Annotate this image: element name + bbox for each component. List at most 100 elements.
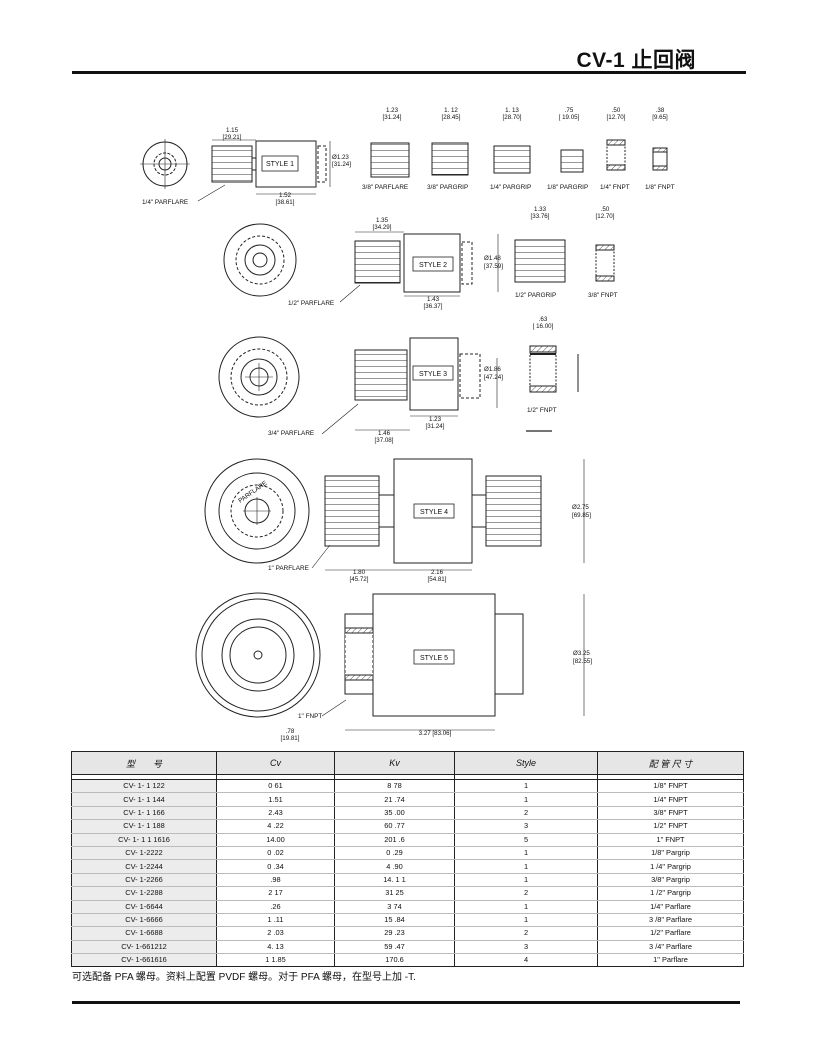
fitting-label: 1/2" PARGRIP (515, 292, 556, 299)
table-cell: CV- 1-2244 (71, 859, 217, 874)
dim-text: .75 (565, 107, 574, 114)
table-cell: 1/8" FNPT (597, 779, 744, 794)
table-cell: 3 /8" Parflare (597, 913, 744, 928)
fitting-label: 3/8" FNPT (588, 292, 618, 299)
table-cell: CV- 1- 1 122 (71, 779, 217, 794)
dim-text: 1.35 (376, 217, 389, 224)
style-5-box (413, 649, 455, 665)
footer-rule (72, 1001, 740, 1004)
table-cell: 2 (454, 886, 598, 901)
dim-text: .63 (539, 316, 548, 323)
dim-text: [33.76] (531, 213, 550, 220)
table-cell: 2 (454, 926, 598, 941)
dim-text: [31.24] (332, 161, 351, 168)
table-spacer-row (71, 774, 744, 780)
dim-text: [69.85] (572, 512, 591, 519)
table-cell: CV- 1- 1 1 1616 (71, 833, 217, 847)
dim-text: [37.59] (484, 263, 503, 270)
dim-text: [ 16.00] (533, 323, 554, 330)
style-1-label: STYLE 1 (266, 161, 294, 168)
header-model: 型 号 (71, 751, 217, 775)
dim-text: [37.08] (375, 437, 394, 444)
dim-text: .38 (656, 107, 665, 114)
table-cell: 1 (454, 859, 598, 874)
dim-text: 1.46 (378, 430, 391, 437)
table-cell: 3 74 (334, 900, 455, 914)
style-3-label: STYLE 3 (419, 371, 447, 378)
fitting-label: 1/4" FNPT (600, 184, 630, 191)
table-cell: CV- 1-2222 (71, 846, 217, 861)
fitting-1-2-fnpt (529, 345, 557, 393)
dim-text: [12.70] (596, 213, 615, 220)
table-cell: 59 .47 (334, 940, 455, 955)
fitting-3-8-fnpt (595, 244, 615, 282)
dim-text: 1. 13 (505, 107, 519, 114)
page-title: CV-1 止回阀 (576, 49, 696, 72)
style-4-label: STYLE 4 (420, 509, 448, 516)
header-style: Style (454, 751, 598, 775)
table-cell: 1" FNPT (597, 833, 744, 847)
style-4-end-view (204, 458, 310, 564)
dim-text: [82.55] (573, 658, 592, 665)
style-4-side-view (324, 458, 542, 564)
dim-text: 1.80 (353, 569, 366, 576)
dim-text: 1.23 (429, 416, 442, 423)
fitting-1-4-fnpt (606, 139, 626, 171)
fitting-3-8-pargrip (431, 142, 469, 176)
dim-text: 1.33 (534, 206, 547, 213)
table-cell: 1/2" Parflare (597, 926, 744, 941)
table-cell: 0 .34 (216, 859, 335, 874)
dim-text: .78 (286, 728, 295, 735)
table-cell: 1.51 (216, 792, 335, 807)
dim-text: .50 (612, 107, 621, 114)
header-kv: Kv (334, 751, 455, 775)
table-cell: 201 .6 (334, 833, 455, 847)
dim-text: 3.27 [83.06] (419, 730, 452, 737)
dim-text: [28.70] (503, 114, 522, 121)
table-cell: 1 /2" Pargrip (597, 886, 744, 901)
table-cell: 4 (454, 953, 598, 968)
fitting-1-8-fnpt (652, 147, 668, 171)
table-cell: 0 61 (216, 779, 335, 794)
style-3-side-view (354, 337, 481, 411)
table-cell: 14.00 (216, 833, 335, 847)
table-cell: 4 .90 (334, 859, 455, 874)
table-cell: CV- 1-6644 (71, 900, 217, 914)
table-cell: 1 /4" Pargrip (597, 859, 744, 874)
dim-text: .50 (601, 206, 610, 213)
dim-text: [38.61] (276, 199, 295, 206)
table-cell: .26 (216, 900, 335, 914)
table-cell: 0 .02 (216, 846, 335, 861)
style-3-end-view (218, 336, 300, 418)
table-cell: 1" Parflare (597, 953, 744, 968)
dim-text: [9.65] (652, 114, 668, 121)
dim-text: [28.45] (442, 114, 461, 121)
header-pipe-size: 配 管 尺 寸 (597, 751, 744, 775)
dim-text: [31.24] (426, 423, 445, 430)
fitting-label: 1/2" FNPT (527, 407, 557, 414)
fitting-3-8-parflare (370, 142, 410, 178)
dim-text: [54.81] (428, 576, 447, 583)
dim-text: 1.15 (226, 127, 239, 134)
dim-text: [12.70] (607, 114, 626, 121)
dim-text: 2.16 (431, 569, 444, 576)
table-cell: 35 .00 (334, 806, 455, 821)
table-cell: 1 (454, 900, 598, 914)
table-cell: 15 .84 (334, 913, 455, 928)
table-cell: 1/4" FNPT (597, 792, 744, 807)
style-5-end-view (195, 592, 321, 718)
table-cell: CV- 1-661616 (71, 953, 217, 968)
table-cell: 2 .03 (216, 926, 335, 941)
table-cell: 14. 1 1 (334, 873, 455, 888)
dim-text: [31.24] (383, 114, 402, 121)
dim-text: 1.23 (386, 107, 399, 114)
